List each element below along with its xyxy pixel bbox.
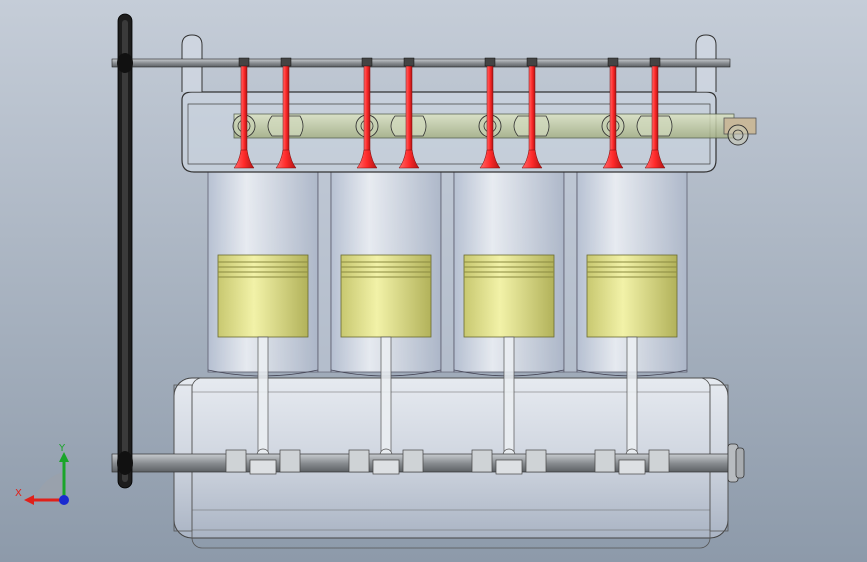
valve-c1-2[interactable] bbox=[275, 57, 297, 169]
y-axis-label: Y bbox=[58, 443, 66, 454]
piston-1[interactable] bbox=[217, 254, 309, 462]
valve-c3-2[interactable] bbox=[521, 57, 543, 169]
timing-belt[interactable] bbox=[117, 13, 133, 489]
camshaft[interactable] bbox=[232, 113, 757, 146]
coordinate-triad: Y X bbox=[15, 443, 69, 505]
x-axis-label: X bbox=[15, 488, 22, 499]
crankshaft[interactable] bbox=[111, 443, 745, 483]
piston-2[interactable] bbox=[340, 254, 432, 462]
valve-c4-2[interactable] bbox=[644, 57, 666, 169]
valve-c1-1[interactable] bbox=[233, 57, 255, 169]
valve-c2-2[interactable] bbox=[398, 57, 420, 169]
valve-c3-1[interactable] bbox=[479, 57, 501, 169]
valve-c2-1[interactable] bbox=[356, 57, 378, 169]
piston-4[interactable] bbox=[586, 254, 678, 462]
piston-set[interactable] bbox=[217, 254, 678, 462]
valve-c4-1[interactable] bbox=[602, 57, 624, 169]
valve-set[interactable] bbox=[233, 57, 666, 169]
rocker-shaft[interactable] bbox=[111, 58, 731, 68]
